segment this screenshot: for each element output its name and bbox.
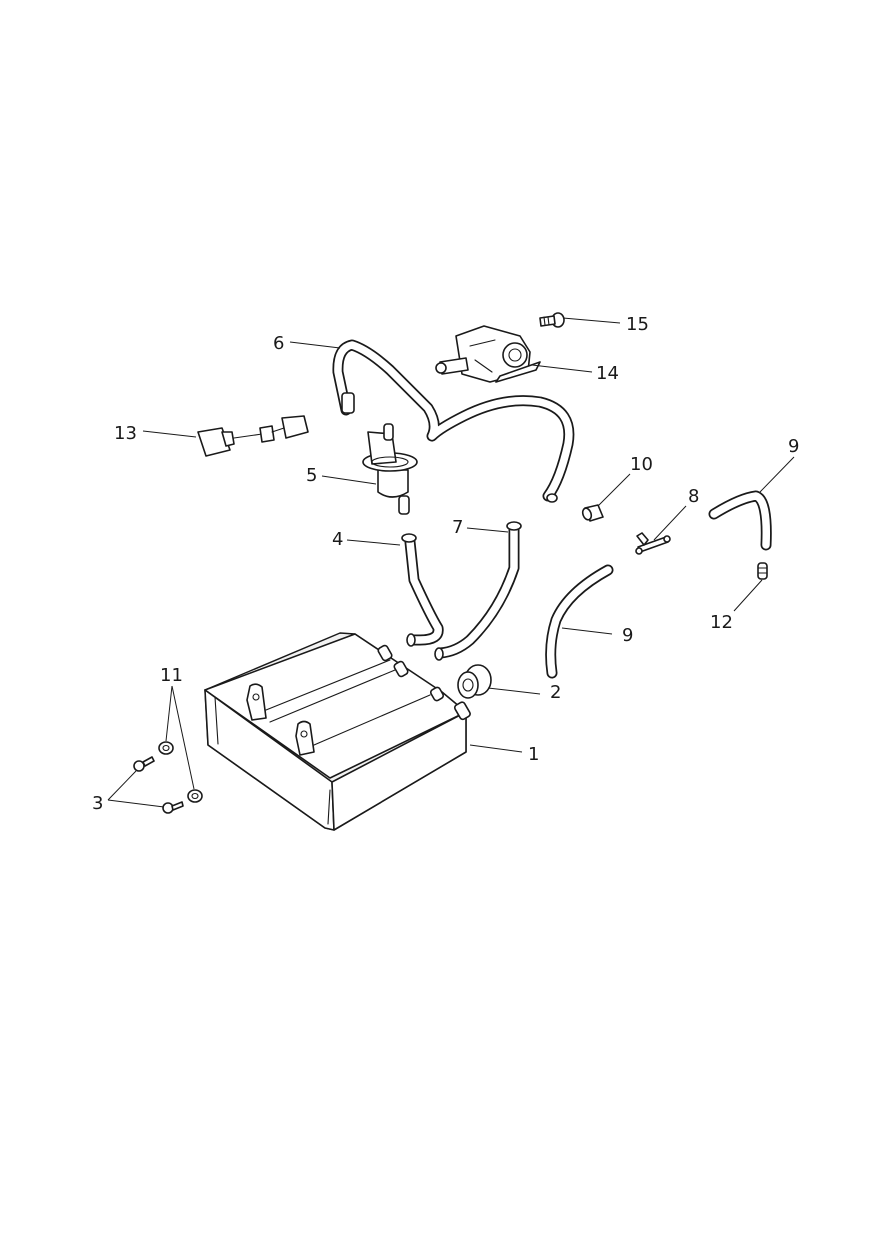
part-9-upper-hose [708,490,772,551]
callout-6: 6 [273,333,284,354]
part-14-solenoid [435,325,541,383]
callout-1: 1 [528,744,539,765]
callout-numbers: 1 2 3 4 5 6 7 8 9 9 10 11 12 13 14 15 [92,314,799,814]
part-4-hose [401,533,444,647]
callout-11: 11 [160,665,183,686]
callout-10: 10 [630,454,653,475]
part-5-purge-valve [362,423,418,515]
part-1-canister [204,632,471,831]
part-13-wiring-connector [197,415,309,457]
callout-12: 12 [710,612,733,633]
callout-15: 15 [626,314,649,335]
part-7-hose [434,521,522,661]
part-11-washers [158,741,203,803]
part-9-lower-hose [545,564,614,679]
part-10-sleeve [581,504,604,522]
part-6-hose [332,339,575,503]
part-8-t-connector [635,532,671,555]
callout-9-lower: 9 [622,625,633,646]
part-12-fitting [757,562,768,580]
leader-lines [107,317,795,808]
part-15-screw [539,312,565,328]
callout-14: 14 [596,363,619,384]
callout-13: 13 [114,423,137,444]
callout-5: 5 [306,465,317,486]
part-3-bolts [133,756,184,814]
callout-7: 7 [452,517,463,538]
callout-2: 2 [550,682,561,703]
callout-3: 3 [92,793,103,814]
callout-4: 4 [332,529,343,550]
callout-8: 8 [688,486,699,507]
callout-9-upper: 9 [788,436,799,457]
part-2-grommet [457,664,492,699]
